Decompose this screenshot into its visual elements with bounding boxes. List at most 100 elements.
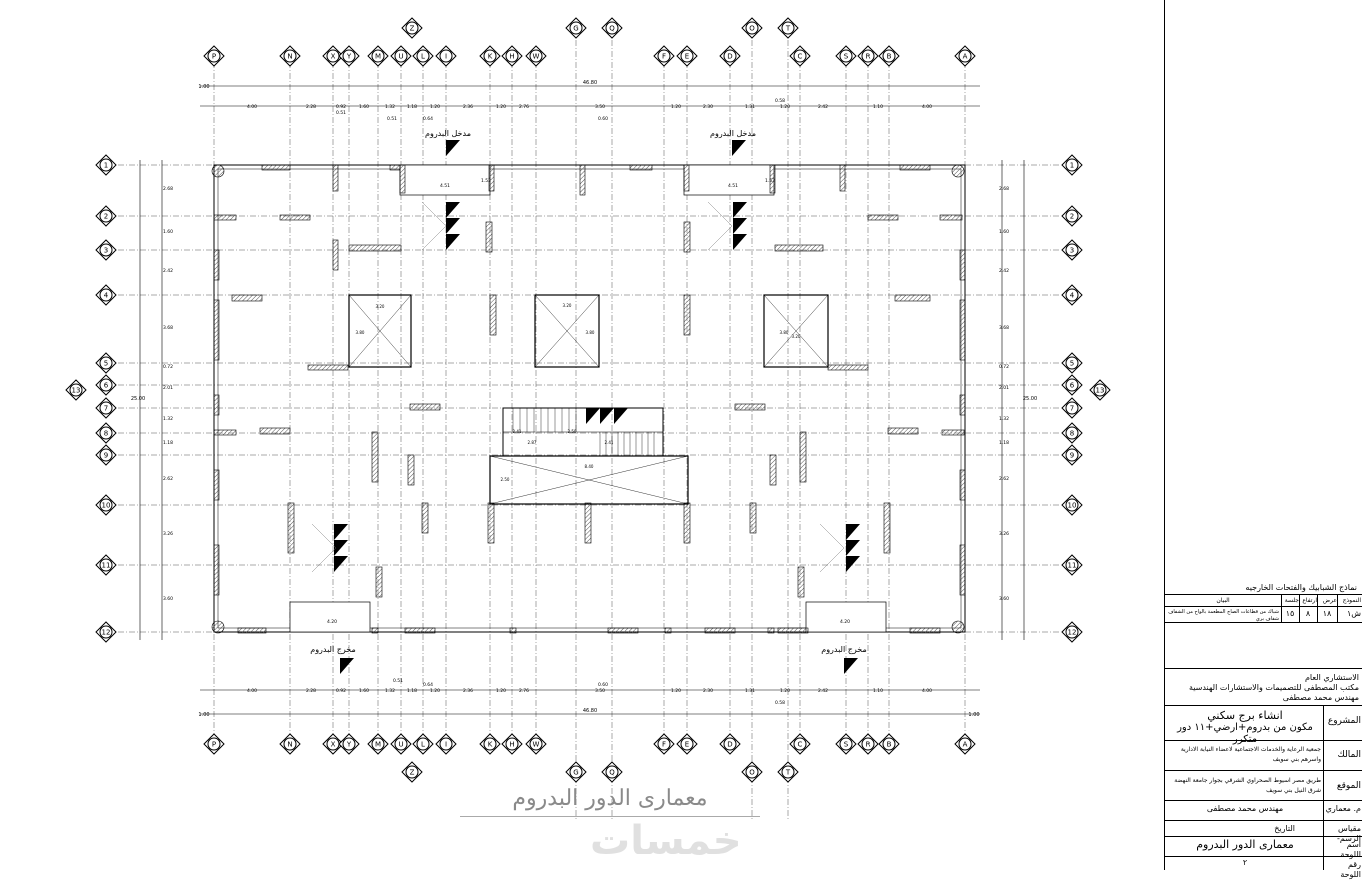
consultant-office: مكتب المصطفى للتصميمات والاستشارات الهند… — [1188, 683, 1359, 692]
left-dim-text: 1.32 — [163, 416, 173, 422]
owner-label: المالك — [1337, 750, 1361, 760]
top-axis-bubble-label: U — [398, 53, 403, 61]
schedule-cell-desc: شباك من قطاعات الصاج المطعمة بالواح من ا… — [1168, 609, 1279, 622]
overall-height-dim: 25.00 — [1023, 396, 1037, 402]
exit-ramp — [805, 601, 887, 633]
hatched-wall-segment — [213, 544, 220, 596]
hatched-wall-segment — [213, 394, 220, 416]
car-flow-arrow — [846, 556, 860, 572]
bottom-axis-bubble-lower-circle — [569, 765, 583, 779]
bottom-axis-bubble-label: W — [533, 741, 540, 749]
top-axis-bubble-upper-circle — [605, 21, 619, 35]
right-axis-bubble-circle — [1065, 558, 1079, 572]
left-axis-bubble-label: 2 — [104, 213, 108, 221]
bottom-dim-text: 1.31 — [745, 688, 755, 694]
top-axis-bubble-circle — [723, 49, 737, 63]
consultant-engineer: مهندس محمد مصطفى — [1282, 693, 1359, 702]
bottom-dim-text: 1.60 — [359, 688, 369, 694]
left-dim-text: 3.26 — [163, 531, 173, 537]
architect-label: م. معماري — [1325, 804, 1361, 813]
hatched-wall-segment — [332, 239, 339, 271]
small-dim-text: 0.60 — [598, 682, 608, 688]
car-flow-arrow — [846, 524, 860, 540]
bottom-axis-bubble-label: M — [375, 741, 381, 749]
hatched-wall-segment — [704, 627, 736, 634]
left-axis-bubble-circle — [99, 288, 113, 302]
right-dim-text: 2.42 — [999, 268, 1009, 274]
right-axis-bubble-label: 10 — [1068, 502, 1077, 510]
top-axis-bubble-circle — [839, 49, 853, 63]
right-dim-text: 2.68 — [999, 186, 1009, 192]
plan-title: معمارى الدور البدروم — [512, 786, 708, 811]
small-dim-text: 0.51 — [393, 678, 403, 684]
right-axis-bubble-label: 6 — [1070, 382, 1075, 390]
top-axis-bubble-circle — [439, 49, 453, 63]
shaft-cross-line — [348, 294, 412, 368]
core-dim-text: 2.41 — [605, 440, 614, 445]
hatched-wall-segment — [579, 164, 586, 196]
top-axis-bubble-label: F — [662, 53, 666, 61]
left-axis-bubble-circle — [99, 158, 113, 172]
bottom-dim-text: 1.20 — [496, 688, 506, 694]
corner-column — [951, 164, 965, 178]
schedule-cell-type: ش١ — [1346, 609, 1361, 618]
bottom-dim-text: 1.10 — [873, 688, 883, 694]
bottom-axis-bubble-label: C — [798, 741, 803, 749]
car-flow-arrow — [334, 556, 348, 572]
left-axis-bubble-circle — [99, 209, 113, 223]
top-axis-bubble-label: S — [844, 53, 849, 61]
hatched-wall-segment — [487, 502, 495, 544]
hatched-wall-segment — [839, 164, 846, 192]
right-axis-bubble-extra-label: 13 — [1096, 387, 1105, 395]
exit-arrow — [844, 658, 858, 674]
left-axis-bubble-label: 3 — [104, 247, 108, 255]
top-axis-bubble-circle — [283, 49, 297, 63]
top-axis-bubble-label: C — [798, 53, 803, 61]
bottom-axis-bubble-circle — [505, 737, 519, 751]
right-dim-text: 0.72 — [999, 364, 1009, 370]
left-axis-bubble-label: 5 — [104, 360, 108, 368]
bottom-axis-bubble-circle — [680, 737, 694, 751]
bottom-axis-bubble-circle — [283, 737, 297, 751]
top-axis-bubble-upper-label: G — [573, 25, 578, 33]
top-axis-bubble-label: D — [727, 53, 732, 61]
bottom-axis-bubble-lower-label: G — [573, 769, 578, 777]
top-axis-bubble-label: I — [445, 53, 447, 61]
hatched-wall-segment — [769, 454, 777, 486]
elevator-shaft — [534, 294, 600, 368]
top-axis-bubble-circle — [416, 49, 430, 63]
bottom-dim-text: 2.30 — [703, 688, 713, 694]
top-dim-text: 1.20 — [671, 104, 681, 110]
bottom-axis-bubble-label: L — [421, 741, 425, 749]
top-dim-text: 2.36 — [463, 104, 473, 110]
left-axis-bubble-label: 6 — [104, 382, 109, 390]
top-axis-bubble-upper-label: Q — [609, 25, 615, 33]
schedule-header-width: عرض — [1322, 597, 1337, 604]
corner-column — [211, 620, 225, 634]
right-axis-bubble-label: 12 — [1068, 629, 1077, 637]
hatched-wall-segment — [683, 221, 691, 253]
right-dim-text: 1.60 — [999, 229, 1009, 235]
bottom-axis-bubble-label: N — [287, 741, 292, 749]
schedule-cell-height: ٨ — [1305, 609, 1311, 618]
top-axis-bubble-upper-circle — [745, 21, 759, 35]
hatched-wall-segment — [894, 294, 931, 302]
right-dim-text: 3.26 — [999, 531, 1009, 537]
right-axis-bubble-circle — [1065, 426, 1079, 440]
bottom-axis-bubble-lower-circle — [745, 765, 759, 779]
top-dim-text: 1.20 — [780, 104, 790, 110]
exit-arrow — [340, 658, 354, 674]
bottom-axis-bubble-label: Y — [346, 741, 352, 749]
core-dim-text: 2.87 — [528, 440, 537, 445]
car-flow-arrow — [733, 218, 747, 234]
left-axis-bubble-circle — [99, 426, 113, 440]
top-dim-text: 4.00 — [247, 104, 257, 110]
bottom-dim-text: 2.42 — [818, 688, 828, 694]
bottom-axis-bubble-circle — [839, 737, 853, 751]
car-flow-arrow — [334, 524, 348, 540]
right-dim-text: 2.62 — [999, 476, 1009, 482]
hatched-wall-segment — [213, 469, 220, 501]
hatched-wall-segment — [389, 164, 401, 171]
top-dim-text: 2.42 — [818, 104, 828, 110]
watermark: خمسات — [590, 818, 742, 864]
